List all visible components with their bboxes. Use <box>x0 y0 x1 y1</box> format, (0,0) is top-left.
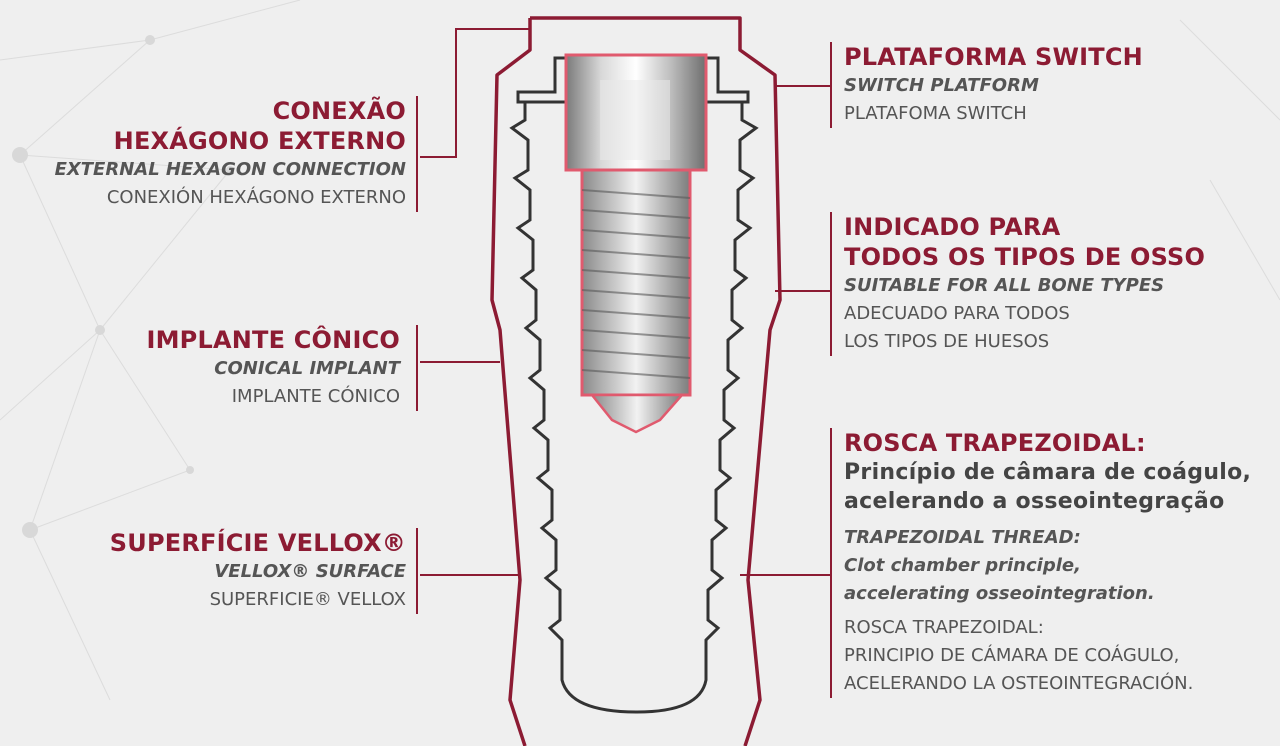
connection-en: EXTERNAL HEXAGON CONNECTION <box>54 159 406 180</box>
conical-es: IMPLANTE CÓNICO <box>231 386 400 407</box>
bone-es-1: ADECUADO PARA TODOS <box>844 303 1070 324</box>
connection-title-2: HEXÁGONO EXTERNO <box>113 127 406 155</box>
platform-es: PLATAFOMA SWITCH <box>844 103 1027 124</box>
label-platform: PLATAFORMA SWITCH SWITCH PLATFORM PLATAF… <box>830 42 1143 128</box>
vellox-title: SUPERFÍCIE VELLOX® <box>109 529 406 557</box>
implant-outline <box>490 16 782 746</box>
conical-en: CONICAL IMPLANT <box>214 358 400 379</box>
thread-title: ROSCA TRAPEZOIDAL: <box>844 429 1146 457</box>
label-connection: CONEXÃO HEXÁGONO EXTERNO EXTERNAL HEXAGO… <box>54 96 418 212</box>
thread-en-1: TRAPEZOIDAL THREAD: <box>844 527 1081 548</box>
thread-es-1: ROSCA TRAPEZOIDAL: <box>844 617 1044 638</box>
thread-es-2: PRINCIPIO DE CÁMARA DE COÁGULO, <box>844 645 1180 666</box>
label-bone: INDICADO PARA TODOS OS TIPOS DE OSSO SUI… <box>830 212 1206 356</box>
thread-subtitle-2: acelerando a osseointegração <box>844 489 1225 514</box>
bone-title-2: TODOS OS TIPOS DE OSSO <box>844 243 1206 271</box>
thread-subtitle-1: Princípio de câmara de coágulo, <box>844 460 1252 485</box>
vellox-es: SUPERFICIE® VELLOX <box>209 589 406 610</box>
bone-en: SUITABLE FOR ALL BONE TYPES <box>844 275 1165 296</box>
platform-en: SWITCH PLATFORM <box>844 75 1039 96</box>
connection-es: CONEXIÓN HEXÁGONO EXTERNO <box>106 187 406 208</box>
thread-en-3: accelerating osseointegration. <box>844 583 1155 604</box>
label-conical: IMPLANTE CÔNICO CONICAL IMPLANT IMPLANTE… <box>146 325 418 411</box>
vellox-en: VELLOX® SURFACE <box>214 561 406 582</box>
connection-title-1: CONEXÃO <box>272 97 406 125</box>
thread-en-2: Clot chamber principle, <box>844 555 1081 576</box>
bone-title-1: INDICADO PARA <box>844 213 1061 241</box>
label-thread: ROSCA TRAPEZOIDAL: Princípio de câmara d… <box>830 428 1252 698</box>
thread-outline-right <box>636 102 759 714</box>
thread-outline-left <box>509 102 638 714</box>
platform-title: PLATAFORMA SWITCH <box>844 43 1143 71</box>
conical-title: IMPLANTE CÔNICO <box>146 326 400 354</box>
bone-es-2: LOS TIPOS DE HUESOS <box>844 331 1050 352</box>
thread-es-3: ACELERANDO LA OSTEOINTEGRACIÓN. <box>844 673 1194 694</box>
label-vellox: SUPERFÍCIE VELLOX® VELLOX® SURFACE SUPER… <box>109 528 418 614</box>
